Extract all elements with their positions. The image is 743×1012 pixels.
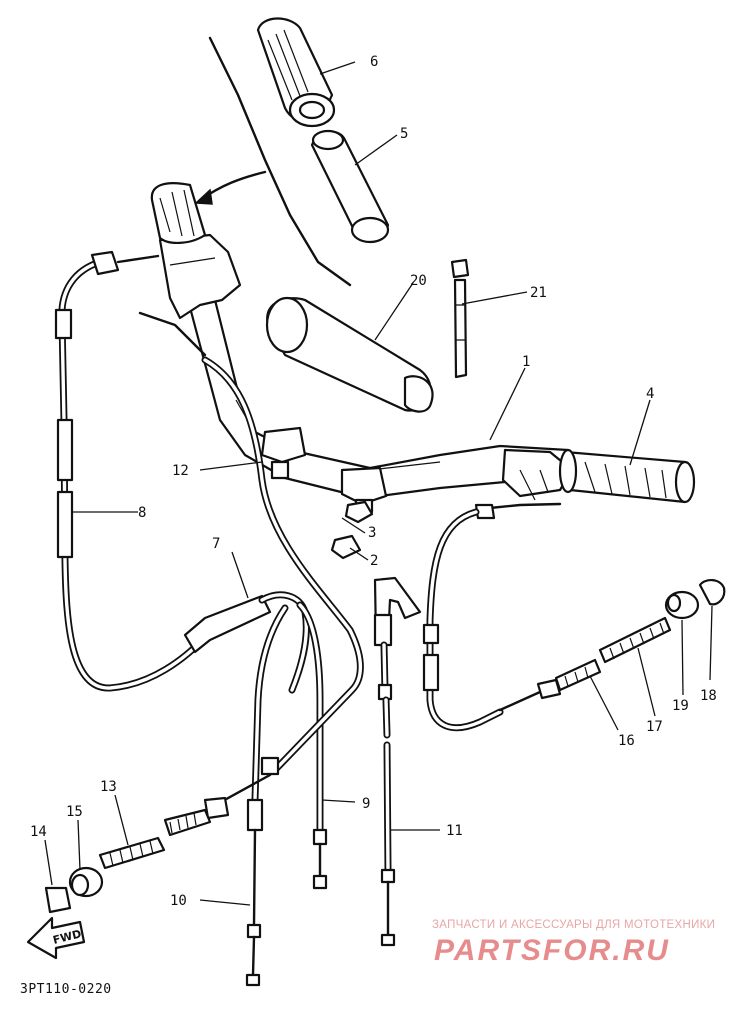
callout-10: 10 <box>170 893 187 909</box>
callout-1: 1 <box>522 354 530 370</box>
callout-16: 16 <box>618 733 635 749</box>
callout-21: 21 <box>530 285 547 301</box>
cable-band <box>450 258 470 379</box>
watermark-logo: PARTSFOR.RU <box>434 934 670 967</box>
cable-16 <box>422 502 602 732</box>
cable-8 <box>54 250 214 692</box>
callout-20: 20 <box>410 273 427 289</box>
callout-4: 4 <box>646 386 654 402</box>
callout-19: 19 <box>672 698 689 714</box>
cable-10 <box>245 604 289 987</box>
clamp-washers <box>330 500 374 560</box>
callout-8: 8 <box>138 505 146 521</box>
callout-14: 14 <box>30 824 47 840</box>
callout-5: 5 <box>400 126 408 142</box>
callout-11: 11 <box>446 823 463 839</box>
throttle-adjuster <box>598 579 726 664</box>
throttle-sleeve <box>310 129 390 244</box>
callout-numbers: 1 2 3 4 5 6 7 8 9 10 11 12 13 14 15 16 1… <box>30 54 717 909</box>
callout-9: 9 <box>362 796 370 812</box>
callout-3: 3 <box>368 525 376 541</box>
diagram-code: 3PT110-0220 <box>20 982 112 997</box>
callout-13: 13 <box>100 779 117 795</box>
callout-7: 7 <box>212 536 220 552</box>
handlebar-pad <box>265 296 434 413</box>
callout-12: 12 <box>172 463 189 479</box>
left-grip-rubber <box>256 17 336 128</box>
cable-adjuster-left <box>44 796 230 914</box>
cable-11 <box>373 576 422 947</box>
leader-lines <box>44 61 713 906</box>
explode-guide <box>194 36 352 287</box>
cable-9 <box>296 601 328 890</box>
watermark-tagline: ЗАПЧАСТИ И АКСЕССУАРЫ ДЛЯ МОТОТЕХНИКИ <box>432 919 716 931</box>
callout-6: 6 <box>370 54 378 70</box>
cable-12 <box>138 311 364 832</box>
forward-arrow: FWD <box>26 916 86 960</box>
callout-17: 17 <box>646 719 663 735</box>
callout-15: 15 <box>66 804 83 820</box>
callout-2: 2 <box>370 553 378 569</box>
callout-18: 18 <box>700 688 717 704</box>
right-grip <box>558 448 696 504</box>
